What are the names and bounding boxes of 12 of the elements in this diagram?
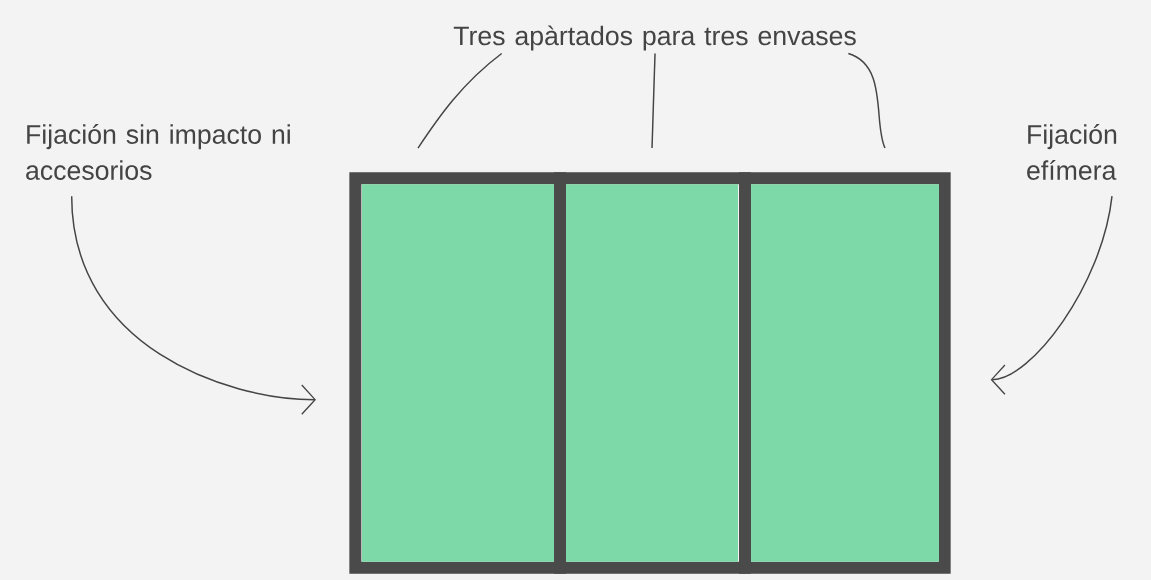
caption-text: Fijación sin impacto ni accesorios [26,124,290,180]
compartment [751,184,939,562]
leader-line [417,52,503,149]
frame [349,172,951,574]
compartment [362,184,554,562]
leader-line [847,52,886,149]
leader-line [651,52,656,149]
curved-arrow [70,195,316,415]
caption-text: Tres apàrtados para tres envases [453,25,856,51]
caption-text: Fijación efímera [1027,124,1117,180]
curved-arrow [990,195,1113,395]
compartment [566,184,738,562]
